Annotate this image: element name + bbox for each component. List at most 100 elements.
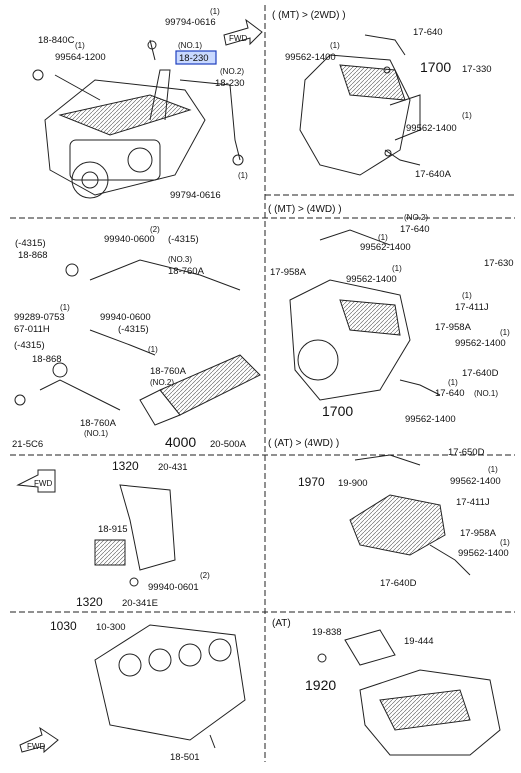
- exhaust-label-4: 18-868: [18, 250, 48, 261]
- mt4wd-label-2: (1): [378, 233, 388, 242]
- sensor-label-4: 99940-0601: [148, 582, 199, 593]
- mt4wd-label-16: (NO.1): [474, 389, 498, 398]
- mt4wd-panel: ( (MT) > (4WD) ) (NO.2) 17-640 (1) 99562…: [268, 204, 514, 425]
- engine-label-2: 99564-1200: [55, 52, 106, 63]
- mt2wd-panel: ( (MT) > (2WD) ) 17-640 (1) 99562-1400 1…: [272, 10, 492, 180]
- engine-illustration: [32, 39, 244, 199]
- exhaust-label-6: 18-760A: [168, 266, 205, 277]
- sensor-label-5: 1320: [76, 595, 103, 609]
- sensor-label-3: (2): [200, 571, 210, 580]
- transmission-illustration: [299, 34, 421, 176]
- fwd-arrow-icon: FWD: [223, 18, 263, 46]
- engine-label-1: (1): [75, 41, 85, 50]
- mt2wd-label-0: 17-640: [413, 27, 443, 38]
- mt4wd-label-15: 17-640: [435, 388, 465, 399]
- mt4wd-label-3: 99562-1400: [360, 242, 411, 253]
- engine-label-4: (1): [210, 7, 220, 16]
- exhaust-label-18: (NO.1): [84, 429, 108, 438]
- engine-block-illustration: [94, 624, 246, 749]
- block-label-2: 18-501: [170, 752, 200, 763]
- mt4wd-header: ( (MT) > (4WD) ): [268, 204, 342, 215]
- at4wd-label-4: 19-900: [338, 478, 368, 489]
- at-label-2: 1920: [305, 677, 336, 693]
- mt2wd-label-5: (1): [462, 111, 472, 120]
- at4wd-label-2: 99562-1400: [450, 476, 501, 487]
- mt2wd-label-7: 17-640A: [415, 169, 452, 180]
- mt2wd-label-2: 99562-1400: [285, 52, 336, 63]
- engine-label-3: 99794-0616: [165, 17, 216, 28]
- fwd-label: FWD: [229, 34, 247, 43]
- fwd-arrow-icon: FWD: [19, 726, 59, 754]
- mt4wd-label-10: 17-958A: [435, 322, 472, 333]
- sensor-bracket-illustration: [94, 484, 176, 587]
- engine-label-8: 18-230: [215, 78, 245, 89]
- catalytic-illustration: [14, 259, 261, 426]
- at-label-0: 19-838: [312, 627, 342, 638]
- mt4wd-label-13: 17-640D: [462, 368, 499, 379]
- at4wd-header: ( (AT) > (4WD) ): [268, 438, 339, 449]
- part-highlight-box[interactable]: [175, 50, 217, 65]
- mt4wd-label-8: (1): [462, 291, 472, 300]
- exhaust-label-12: (-4315): [14, 340, 45, 351]
- mt4wd-label-4: 17-958A: [270, 267, 307, 278]
- exhaust-label-17: 18-760A: [80, 418, 117, 429]
- mt4wd-label-12: 99562-1400: [455, 338, 506, 349]
- differential-illustration: [349, 454, 471, 576]
- block-fwd-label: FWD: [27, 742, 45, 751]
- mt2wd-header: ( (MT) > (2WD) ): [272, 10, 346, 21]
- sensor-panel: FWD 1320 20-431 18-915 (2) 99940-0601 13…: [16, 459, 210, 609]
- at4wd-label-3: 1970: [298, 475, 325, 489]
- exhaust-label-1: 99940-0600: [104, 234, 155, 245]
- exhaust-label-21: 20-500A: [210, 439, 247, 450]
- engine-panel: 18-840C (1) 99564-1200 99794-0616 (1) (N…: [32, 7, 263, 201]
- at4wd-label-9: 17-640D: [380, 578, 417, 589]
- engine-label-6-highlight[interactable]: 18-230: [179, 53, 209, 64]
- sensor-label-0: 1320: [112, 459, 139, 473]
- exhaust-label-16: (NO.2): [150, 378, 174, 387]
- block-label-1: 10-300: [96, 622, 126, 633]
- mt4wd-label-11: (1): [500, 328, 510, 337]
- automatic-transmission-illustration: [317, 629, 501, 756]
- exhaust-label-13: (1): [148, 345, 158, 354]
- sensor-label-2: 18-915: [98, 524, 128, 535]
- engine-label-10: 99794-0616: [170, 190, 221, 201]
- mt2wd-label-3: 1700: [420, 59, 451, 75]
- exhaust-label-7: (1): [60, 303, 70, 312]
- exhaust-label-11: (-4315): [118, 324, 149, 335]
- mt4wd-label-5: (1): [392, 264, 402, 273]
- at4wd-panel: ( (AT) > (4WD) ) 17-650D (1) 99562-1400 …: [268, 438, 510, 589]
- engine-label-5: (NO.1): [178, 41, 202, 50]
- exhaust-label-19: 21-5C6: [12, 439, 43, 450]
- block-label-0: 1030: [50, 619, 77, 633]
- exhaust-label-9: 99940-0600: [100, 312, 151, 323]
- at4wd-label-0: 17-650D: [448, 447, 485, 458]
- mt4wd-label-6: 99562-1400: [346, 274, 397, 285]
- at4wd-label-7: (1): [500, 538, 510, 547]
- exhaust-label-14: 18-868: [32, 354, 62, 365]
- exhaust-label-10: 67-011H: [14, 324, 50, 335]
- sensor-fwd-label: FWD: [34, 479, 52, 488]
- mt2wd-label-6: 99562-1400: [406, 123, 457, 134]
- exhaust-label-8: 99289-0753: [14, 312, 65, 323]
- exhaust-label-5: (NO.3): [168, 255, 192, 264]
- engine-label-7: (NO.2): [220, 67, 244, 76]
- sensor-label-1: 20-431: [158, 462, 188, 473]
- at4wd-label-8: 99562-1400: [458, 548, 509, 559]
- at-header: (AT): [272, 618, 291, 629]
- exhaust-label-2: (-4315): [168, 234, 199, 245]
- mt4wd-label-17: 1700: [322, 403, 353, 419]
- at4wd-label-5: 17-411J: [456, 497, 490, 508]
- at-panel: (AT) 19-838 19-444 1920: [272, 618, 501, 756]
- mt4wd-label-14: (1): [448, 378, 458, 387]
- at-label-1: 19-444: [404, 636, 434, 647]
- panel-grid: [10, 5, 515, 762]
- transfer-case-illustration: [289, 229, 441, 401]
- exhaust-label-20: 4000: [165, 434, 196, 450]
- mt4wd-label-9: 17-411J: [455, 302, 489, 313]
- at4wd-label-6: 17-958A: [460, 528, 497, 539]
- exhaust-label-15: 18-760A: [150, 366, 187, 377]
- mt4wd-label-0: (NO.2): [404, 213, 428, 222]
- fwd-arrow-icon: FWD: [16, 469, 56, 493]
